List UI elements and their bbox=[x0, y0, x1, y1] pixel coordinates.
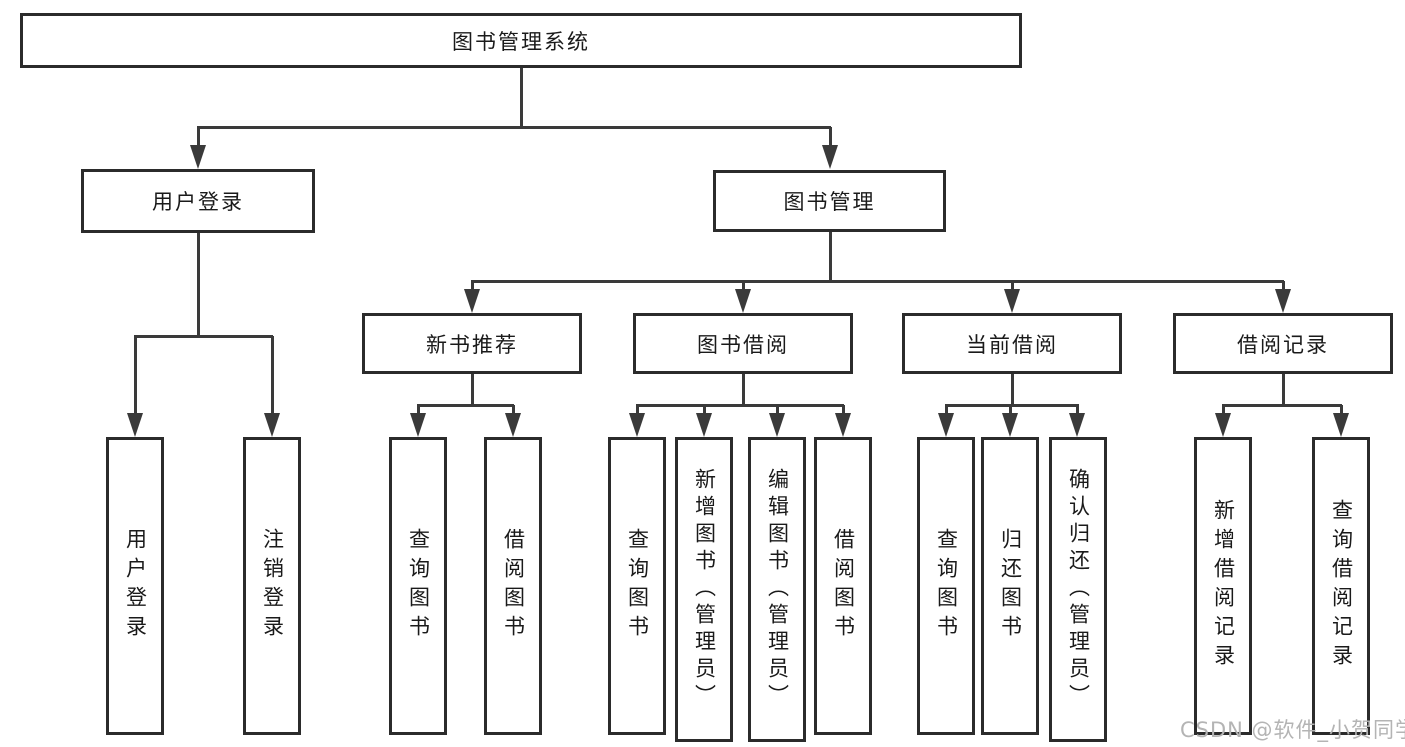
connector-rec-stem bbox=[471, 374, 474, 405]
connector-to-cb-confirm bbox=[1076, 405, 1079, 415]
node-bb-add-books-admin-label: 新增图书（管理员） bbox=[692, 468, 717, 711]
connector-book-mgmt-split bbox=[471, 280, 1284, 283]
csdn-watermark: CSDN @软件_小贺同学 bbox=[1180, 718, 1405, 742]
connector-root-split bbox=[197, 126, 831, 129]
connector-to-user-login bbox=[197, 127, 200, 147]
arrowhead-book-borrowing bbox=[735, 289, 751, 313]
node-root-label: 图书管理系统 bbox=[452, 29, 590, 54]
arrowhead-new-book-recommend bbox=[464, 289, 480, 313]
node-user-login: 用户登录 bbox=[81, 169, 315, 233]
arrowhead-rec-borrow bbox=[505, 413, 521, 437]
node-bb-query-books-label: 查询图书 bbox=[625, 528, 650, 644]
arrowhead-br-query bbox=[1333, 413, 1349, 437]
connector-rec-split bbox=[417, 404, 514, 407]
connector-to-bb-query bbox=[636, 405, 639, 415]
node-br-query-record-label: 查询借阅记录 bbox=[1329, 499, 1354, 673]
arrowhead-cb-query bbox=[938, 413, 954, 437]
node-user-login-leaf: 用户登录 bbox=[106, 437, 164, 735]
arrowhead-book-management bbox=[822, 145, 838, 169]
node-borrowing-records: 借阅记录 bbox=[1173, 313, 1393, 374]
arrowhead-rec-query bbox=[410, 413, 426, 437]
node-logout-leaf: 注销登录 bbox=[243, 437, 301, 735]
connector-br-stem bbox=[1282, 374, 1285, 405]
arrowhead-user-login bbox=[190, 145, 206, 169]
arrowhead-bb-edit bbox=[769, 413, 785, 437]
node-current-borrowing-label: 当前借阅 bbox=[966, 332, 1058, 357]
connector-to-bb-edit bbox=[776, 405, 779, 415]
node-new-book-recommend-label: 新书推荐 bbox=[426, 332, 518, 357]
node-user-login-label: 用户登录 bbox=[152, 190, 244, 214]
node-book-borrowing: 图书借阅 bbox=[633, 313, 853, 374]
arrowhead-bb-query bbox=[629, 413, 645, 437]
connector-br-split bbox=[1222, 404, 1342, 407]
connector-user-login-stem bbox=[197, 233, 200, 336]
arrowhead-user-login-leaf bbox=[127, 413, 143, 437]
arrowhead-br-add bbox=[1215, 413, 1231, 437]
connector-bb-split bbox=[636, 404, 844, 407]
node-rec-query-books: 查询图书 bbox=[389, 437, 447, 735]
connector-to-book-borrowing bbox=[742, 281, 745, 291]
connector-root-stem bbox=[520, 68, 523, 127]
node-book-management: 图书管理 bbox=[713, 170, 946, 232]
node-book-management-label: 图书管理 bbox=[783, 190, 876, 214]
arrowhead-logout-leaf bbox=[264, 413, 280, 437]
node-logout-leaf-label: 注销登录 bbox=[260, 528, 285, 644]
node-current-borrowing: 当前借阅 bbox=[902, 313, 1122, 374]
node-bb-borrow-books: 借阅图书 bbox=[814, 437, 872, 735]
arrowhead-cb-confirm bbox=[1069, 413, 1085, 437]
connector-cb-split bbox=[945, 404, 1079, 407]
node-br-add-record: 新增借阅记录 bbox=[1194, 437, 1252, 735]
arrowhead-current-borrowing bbox=[1004, 289, 1020, 313]
connector-to-rec-query bbox=[417, 405, 420, 415]
node-borrowing-records-label: 借阅记录 bbox=[1237, 332, 1329, 357]
node-root: 图书管理系统 bbox=[20, 13, 1022, 68]
connector-bb-stem bbox=[742, 374, 745, 405]
connector-to-rec-borrow bbox=[512, 405, 515, 415]
node-user-login-leaf-label: 用户登录 bbox=[123, 528, 148, 644]
node-cb-confirm-return-admin-label: 确认归还（管理员） bbox=[1066, 468, 1091, 711]
node-book-borrowing-label: 图书借阅 bbox=[697, 332, 789, 357]
connector-to-user-login-leaf bbox=[134, 336, 137, 415]
connector-to-book-management bbox=[829, 127, 832, 147]
arrowhead-borrowing-records bbox=[1275, 289, 1291, 313]
node-cb-return-books: 归还图书 bbox=[981, 437, 1039, 735]
node-rec-borrow-books: 借阅图书 bbox=[484, 437, 542, 735]
node-new-book-recommend: 新书推荐 bbox=[362, 313, 582, 374]
connector-to-cb-return bbox=[1009, 405, 1012, 415]
node-bb-edit-books-admin: 编辑图书（管理员） bbox=[748, 437, 806, 742]
node-bb-edit-books-admin-label: 编辑图书（管理员） bbox=[765, 468, 790, 711]
connector-to-current-borrowing bbox=[1011, 281, 1014, 291]
node-rec-borrow-books-label: 借阅图书 bbox=[501, 528, 526, 644]
arrowhead-bb-add bbox=[696, 413, 712, 437]
connector-to-br-query bbox=[1340, 405, 1343, 415]
node-cb-query-books-label: 查询图书 bbox=[934, 528, 959, 644]
connector-book-mgmt-stem bbox=[829, 232, 832, 282]
node-br-query-record: 查询借阅记录 bbox=[1312, 437, 1370, 735]
node-br-add-record-label: 新增借阅记录 bbox=[1211, 499, 1236, 673]
node-bb-borrow-books-label: 借阅图书 bbox=[831, 528, 856, 644]
node-bb-query-books: 查询图书 bbox=[608, 437, 666, 735]
connector-to-bb-borrow bbox=[842, 405, 845, 415]
node-cb-confirm-return-admin: 确认归还（管理员） bbox=[1049, 437, 1107, 742]
connector-user-login-split bbox=[134, 335, 273, 338]
connector-cb-stem bbox=[1011, 374, 1014, 405]
connector-to-borrowing-records bbox=[1282, 281, 1285, 291]
node-rec-query-books-label: 查询图书 bbox=[406, 528, 431, 644]
connector-to-br-add bbox=[1222, 405, 1225, 415]
connector-to-bb-add bbox=[703, 405, 706, 415]
connector-to-logout-leaf bbox=[271, 336, 274, 415]
arrowhead-bb-borrow bbox=[835, 413, 851, 437]
connector-to-new-book-recommend bbox=[471, 281, 474, 291]
node-cb-query-books: 查询图书 bbox=[917, 437, 975, 735]
arrowhead-cb-return bbox=[1002, 413, 1018, 437]
connector-to-cb-query bbox=[945, 405, 948, 415]
node-cb-return-books-label: 归还图书 bbox=[998, 528, 1023, 644]
node-bb-add-books-admin: 新增图书（管理员） bbox=[675, 437, 733, 742]
